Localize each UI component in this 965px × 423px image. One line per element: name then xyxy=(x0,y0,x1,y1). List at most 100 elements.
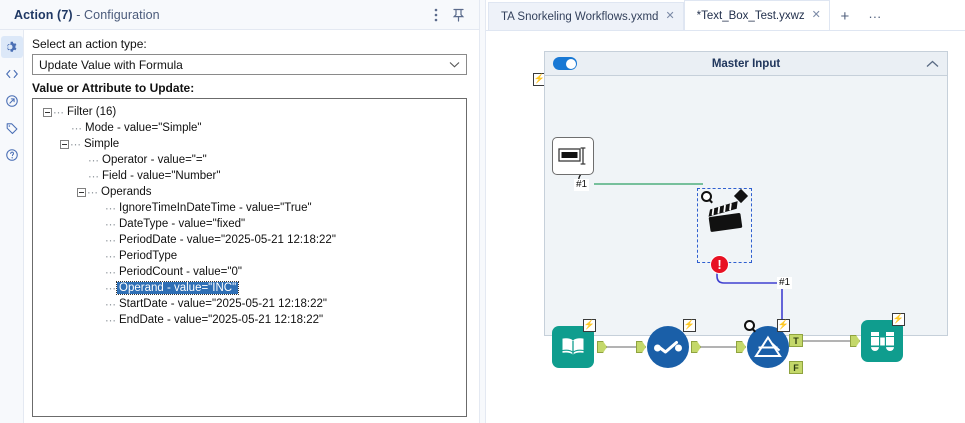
tool-browse[interactable] xyxy=(861,320,903,362)
formula-input-anchor[interactable] xyxy=(636,341,646,353)
tree-node-label: Operands xyxy=(101,186,152,198)
tree-node[interactable]: ⋯Mode - value="Simple" xyxy=(33,120,466,136)
panel-splitter[interactable] xyxy=(479,0,486,423)
filter-true-anchor[interactable]: T xyxy=(789,334,803,347)
tree-node[interactable]: ⋯Operand - value="INC" xyxy=(33,280,466,296)
tree-connector: ⋯ xyxy=(105,218,116,231)
filter-lightning-icon: ⚡ xyxy=(777,319,790,332)
tool-formula[interactable] xyxy=(647,326,689,368)
tree-node-label: Operand - value="INC" xyxy=(115,281,240,295)
config-title-main: Action (7) xyxy=(14,7,73,22)
text-input-icon xyxy=(552,137,594,175)
tree-connector: ⋯ xyxy=(105,250,116,263)
config-titlebar: Action (7) - Configuration xyxy=(0,0,479,30)
rail-question-circle-icon[interactable] xyxy=(1,144,23,166)
tool-filter[interactable] xyxy=(747,326,789,368)
tree-node[interactable]: ⋯EndDate - value="2025-05-21 12:18:22" xyxy=(33,312,466,328)
binoculars-icon xyxy=(861,320,903,362)
tree-node[interactable]: ⋯PeriodCount - value="0" xyxy=(33,264,466,280)
value-attribute-label: Value or Attribute to Update: xyxy=(32,81,195,95)
tree-collapse-icon[interactable] xyxy=(60,139,69,149)
tree-connector: ⋯ xyxy=(53,106,64,119)
tool-text-input[interactable] xyxy=(552,137,594,175)
close-icon[interactable]: ✕ xyxy=(811,9,821,21)
tree-connector: ⋯ xyxy=(105,234,116,247)
config-icon-rail xyxy=(0,30,24,423)
filter-funnel-icon xyxy=(747,326,789,368)
tree-connector: ⋯ xyxy=(105,314,116,327)
directory-output-anchor[interactable] xyxy=(597,341,607,353)
formula-output-anchor[interactable] xyxy=(691,341,701,353)
new-tab-button[interactable]: + xyxy=(840,7,850,25)
tree-connector: ⋯ xyxy=(70,138,81,151)
rail-tag-icon[interactable] xyxy=(1,117,23,139)
tree-collapse-icon[interactable] xyxy=(77,187,86,197)
workflow-canvas[interactable]: ⚡ Master Input xyxy=(486,31,965,423)
chevron-down-icon xyxy=(449,61,460,68)
tree-node-label: StartDate - value="2025-05-21 12:18:22" xyxy=(119,298,327,310)
kebab-menu-icon[interactable] xyxy=(425,4,447,26)
open-book-icon xyxy=(552,326,594,368)
tree-node-label: Field - value="Number" xyxy=(102,170,221,182)
xml-tree-view[interactable]: ⋯Filter (16)⋯Mode - value="Simple"⋯Simpl… xyxy=(32,98,467,417)
tree-collapse-icon[interactable] xyxy=(43,107,52,117)
configuration-panel: Action (7) - Configuration xyxy=(0,0,479,423)
tree-node[interactable]: ⋯Field - value="Number" xyxy=(33,168,466,184)
tree-connector: ⋯ xyxy=(71,122,82,135)
tree-node[interactable]: ⋯Operands xyxy=(33,184,466,200)
config-title-sub: - Configuration xyxy=(72,7,160,22)
tree-node-label: DateType - value="fixed" xyxy=(119,218,246,230)
filter-false-anchor[interactable]: F xyxy=(789,361,803,374)
tree-node[interactable]: ⋯IgnoreTimeInDateTime - value="True" xyxy=(33,200,466,216)
browse-input-anchor[interactable] xyxy=(850,335,860,347)
rail-annotation-arrow-icon[interactable] xyxy=(1,90,23,112)
tree-node[interactable]: ⋯PeriodDate - value="2025-05-21 12:18:22… xyxy=(33,232,466,248)
tree-node[interactable]: ⋯DateType - value="fixed" xyxy=(33,216,466,232)
canvas-inner: ⚡ Master Input xyxy=(486,31,965,423)
tree-node-label: PeriodType xyxy=(119,250,178,262)
directory-lightning-icon: ⚡ xyxy=(583,319,596,332)
tab-label: *Text_Box_Test.yxwz xyxy=(696,9,805,22)
container-title: Master Input xyxy=(711,57,781,70)
tree-node-label: Simple xyxy=(84,138,120,150)
tab-overflow-button[interactable]: ··· xyxy=(868,8,882,24)
action-type-value: Update Value with Formula xyxy=(39,57,183,72)
document-tabstrip: TA Snorkeling Workflows.yxmd ✕ *Text_Box… xyxy=(486,0,965,31)
tree-connector: ⋯ xyxy=(88,170,99,183)
connection-label-2: #1 xyxy=(777,277,793,289)
tree-node[interactable]: ⋯StartDate - value="2025-05-21 12:18:22" xyxy=(33,296,466,312)
tab-ta-snorkeling-workflows[interactable]: TA Snorkeling Workflows.yxmd ✕ xyxy=(488,2,684,30)
rail-gear-icon[interactable] xyxy=(0,36,23,58)
tree-node-label: PeriodDate - value="2025-05-21 12:18:22" xyxy=(119,234,336,246)
tool-action[interactable] xyxy=(704,197,746,242)
tab-text-box-test[interactable]: *Text_Box_Test.yxwz ✕ xyxy=(683,0,830,30)
tree-connector: ⋯ xyxy=(105,266,116,279)
rail-code-brackets-icon[interactable] xyxy=(1,63,23,85)
tree-node-label: Operator - value="=" xyxy=(102,154,207,166)
filter-input-anchor[interactable] xyxy=(736,341,746,353)
config-panel-title: Action (7) - Configuration xyxy=(14,8,160,22)
pin-icon[interactable] xyxy=(447,4,469,26)
container-enable-toggle[interactable] xyxy=(553,57,577,70)
tab-label: TA Snorkeling Workflows.yxmd xyxy=(501,10,659,23)
tree-connector: ⋯ xyxy=(105,298,116,311)
tree-node[interactable]: ⋯PeriodType xyxy=(33,248,466,264)
config-body: Select an action type: Update Value with… xyxy=(0,30,479,423)
browse-lightning-icon: ⚡ xyxy=(892,313,905,326)
tree-node[interactable]: ⋯Operator - value="=" xyxy=(33,152,466,168)
chevron-up-icon[interactable] xyxy=(926,60,939,68)
action-type-select[interactable]: Update Value with Formula xyxy=(32,54,467,75)
tree-node[interactable]: ⋯Filter (16) xyxy=(33,104,466,120)
tree-node-label: Mode - value="Simple" xyxy=(85,122,202,134)
config-form: Select an action type: Update Value with… xyxy=(24,30,479,423)
tree-connector: ⋯ xyxy=(105,282,116,295)
close-icon[interactable]: ✕ xyxy=(665,10,675,22)
action-type-label: Select an action type: xyxy=(32,37,147,51)
tree-connector: ⋯ xyxy=(105,202,116,215)
magnifier-badge-icon xyxy=(701,191,712,202)
tree-node[interactable]: ⋯Simple xyxy=(33,136,466,152)
tree-node-label: EndDate - value="2025-05-21 12:18:22" xyxy=(119,314,324,326)
tree-node-label: IgnoreTimeInDateTime - value="True" xyxy=(119,202,312,214)
tool-directory[interactable] xyxy=(552,326,594,368)
clapperboard-icon xyxy=(708,201,743,232)
